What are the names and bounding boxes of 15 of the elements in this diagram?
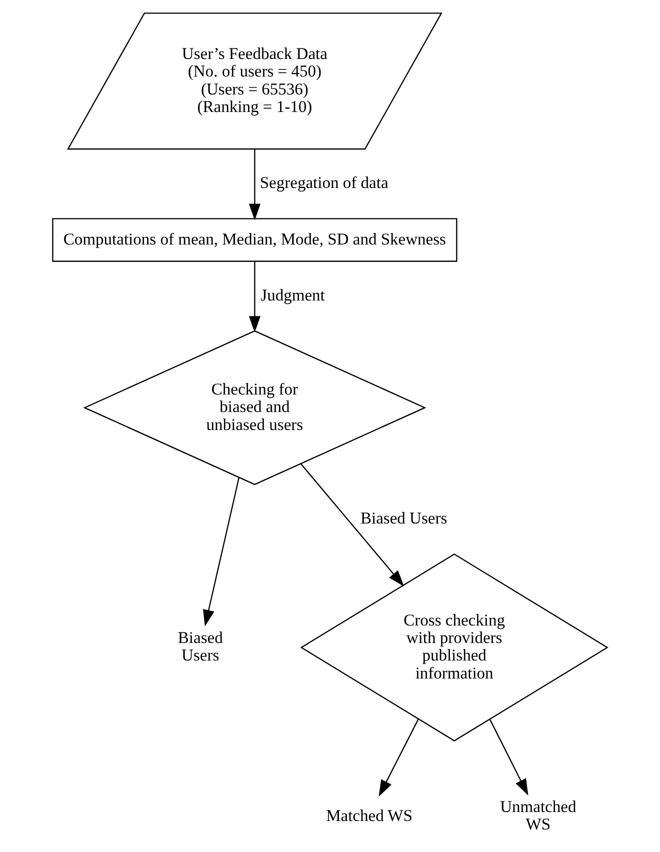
node-box: Computations of mean, Median, Mode, SD and Skewness bbox=[52, 218, 458, 262]
arrow bbox=[378, 719, 419, 797]
edge-label: Biased Users bbox=[360, 508, 448, 528]
node-diamond: Cross checking with providers published information bbox=[300, 553, 608, 742]
arrow bbox=[248, 149, 260, 220]
edge-label: Segregation of data bbox=[260, 173, 388, 192]
arrow bbox=[248, 261, 260, 333]
arrow bbox=[202, 477, 240, 626]
edge-label: Judgment bbox=[260, 285, 325, 304]
node-diamond: Checking for biased and unbiased users bbox=[83, 330, 426, 486]
arrow bbox=[489, 719, 528, 796]
arrow bbox=[300, 464, 404, 587]
node-text: Unmatched WS bbox=[500, 796, 576, 834]
node-text: Biased Users bbox=[178, 628, 223, 665]
node-text: Matched WS bbox=[326, 806, 412, 825]
